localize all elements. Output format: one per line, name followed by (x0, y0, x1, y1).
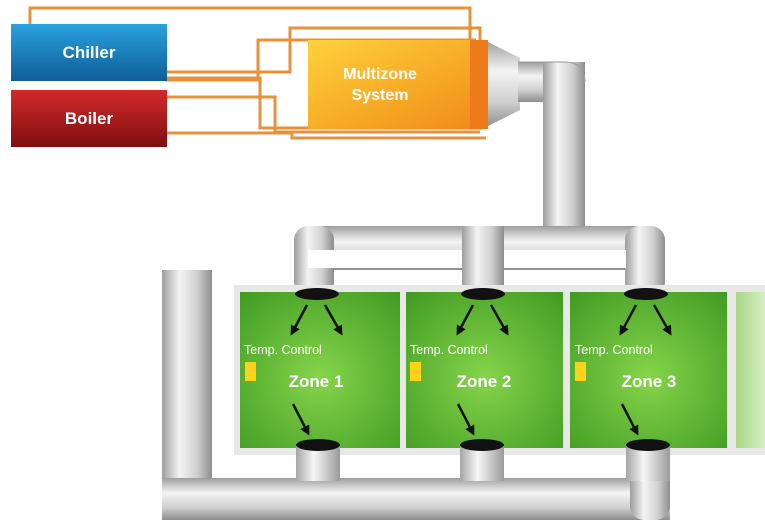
zone-1-name: Zone 1 (289, 372, 344, 391)
return-grilles (296, 439, 670, 481)
zone-panel-3 (570, 292, 727, 448)
zone-2-thermostat (410, 362, 421, 381)
boiler-unit: Boiler (11, 90, 167, 147)
boiler-label: Boiler (65, 109, 114, 128)
chiller-label: Chiller (63, 43, 116, 62)
supply-duct (518, 61, 586, 230)
zone-panel-1 (240, 292, 400, 448)
chiller-unit: Chiller (11, 24, 167, 81)
multizone-label-line2: System (352, 87, 409, 104)
zone-3-temp-control-label: Temp. Control (575, 343, 653, 357)
zone-panel-partial (736, 292, 765, 448)
zone-3-name: Zone 3 (622, 372, 677, 391)
outlet-funnel (484, 40, 520, 128)
multizone-system-unit: Multizone System (308, 40, 488, 129)
zone-2-name: Zone 2 (457, 372, 512, 391)
zone-3-thermostat (575, 362, 586, 381)
orange-piping (28, 6, 486, 140)
airflow-arrows (290, 304, 672, 436)
zone-2-temp-control-label: Temp. Control (410, 343, 488, 357)
zone-1-temp-control-label: Temp. Control (244, 343, 322, 357)
multizone-label-line1: Multizone (343, 66, 417, 83)
zone-panel-2 (406, 292, 563, 448)
supply-diffusers (295, 288, 668, 300)
zone-1-thermostat (245, 362, 256, 381)
